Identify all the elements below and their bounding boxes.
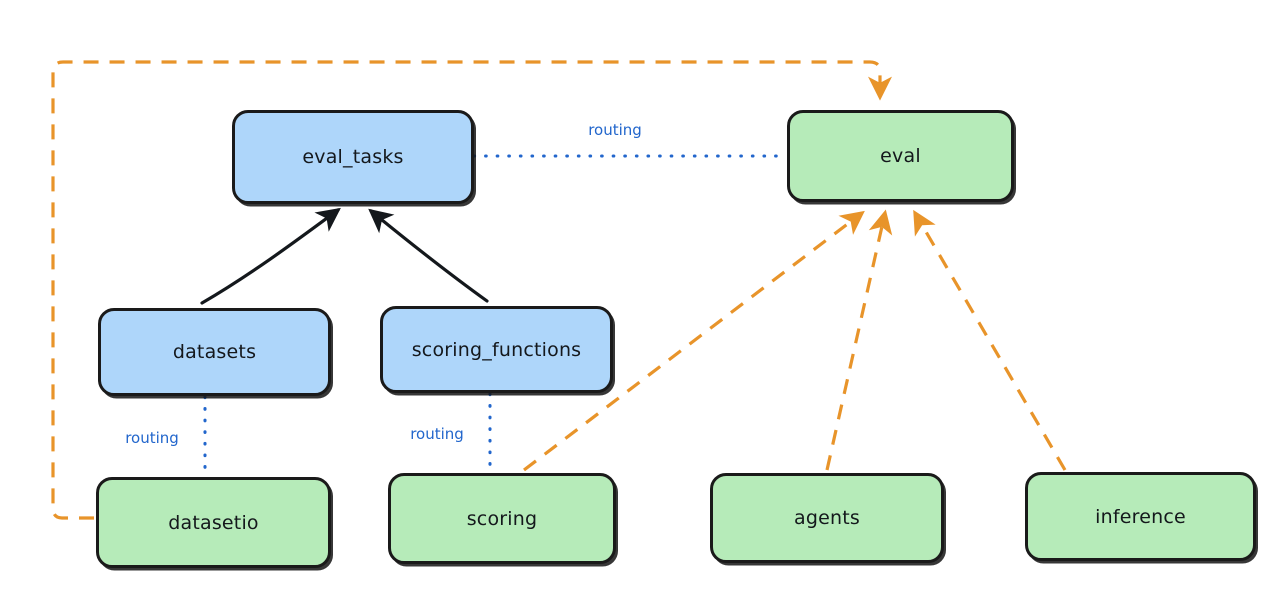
edge-inference-to-eval xyxy=(913,209,1067,471)
node-label-scoring: scoring xyxy=(466,507,538,530)
node-inference[interactable]: inference xyxy=(1025,472,1256,561)
node-label-datasetio: datasetio xyxy=(168,511,259,534)
node-label-eval: eval xyxy=(880,145,921,167)
node-label-agents: agents xyxy=(794,507,860,529)
node-datasets[interactable]: datasets xyxy=(98,308,331,396)
edge-label-routing-top: routing xyxy=(588,121,642,139)
edge-agents-to-eval xyxy=(825,209,893,471)
edge-label-routing-left: routing xyxy=(125,429,179,447)
node-scoring[interactable]: scoring xyxy=(388,473,616,564)
node-label-eval-tasks: eval_tasks xyxy=(302,146,404,168)
node-datasetio[interactable]: datasetio xyxy=(96,477,331,568)
edge-scoring-to-eval xyxy=(523,210,865,472)
node-agents[interactable]: agents xyxy=(710,473,944,563)
node-eval-tasks[interactable]: eval_tasks xyxy=(232,110,474,204)
edge-scoring-functions-to-eval-tasks xyxy=(368,208,489,303)
node-label-inference: inference xyxy=(1095,505,1186,528)
node-label-scoring-functions: scoring_functions xyxy=(411,338,582,361)
node-scoring-functions[interactable]: scoring_functions xyxy=(380,306,613,393)
edge-datasets-to-eval-tasks xyxy=(200,207,341,305)
node-eval[interactable]: eval xyxy=(787,110,1014,202)
edge-label-routing-middle: routing xyxy=(410,425,464,443)
node-label-datasets: datasets xyxy=(172,341,257,363)
edge-datasetio-to-eval xyxy=(51,60,892,520)
